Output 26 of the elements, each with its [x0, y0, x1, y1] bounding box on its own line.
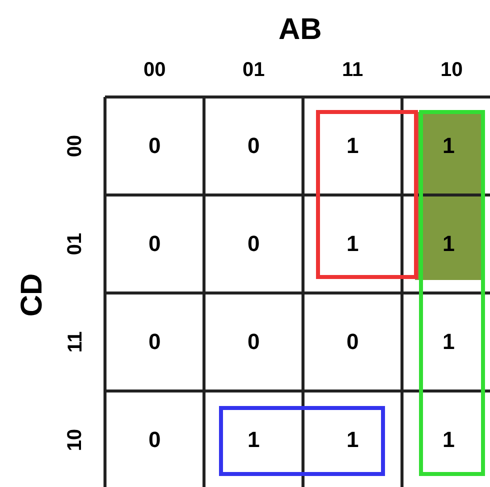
cell-value: 1 — [442, 135, 455, 157]
row-header: 01 — [65, 232, 86, 256]
row-header: 11 — [65, 331, 86, 353]
cell-value: 0 — [248, 233, 260, 255]
cell-value: 0 — [148, 135, 161, 157]
cell-value: 0 — [148, 429, 161, 451]
cell-value: 0 — [346, 331, 359, 353]
cell-value: 1 — [248, 429, 260, 451]
cell-value: 1 — [442, 429, 455, 451]
cell-value: 1 — [442, 331, 455, 353]
axis-label: CD — [17, 273, 48, 317]
cell-value: 1 — [346, 429, 359, 451]
column-header: 00 — [144, 60, 166, 80]
axis-label: AB — [278, 15, 322, 45]
cell-value: 0 — [248, 135, 260, 157]
cell-value: 0 — [148, 331, 161, 353]
column-header: 11 — [342, 60, 364, 80]
column-header: 01 — [242, 60, 265, 80]
row-header: 00 — [65, 134, 86, 158]
cell-value: 0 — [148, 233, 161, 255]
cell-value: 1 — [346, 233, 359, 255]
cell-value: 1 — [442, 233, 455, 255]
column-header: 10 — [440, 60, 463, 80]
cell-value: 1 — [346, 135, 359, 157]
cell-value: 0 — [248, 331, 260, 353]
row-header: 10 — [65, 428, 86, 452]
